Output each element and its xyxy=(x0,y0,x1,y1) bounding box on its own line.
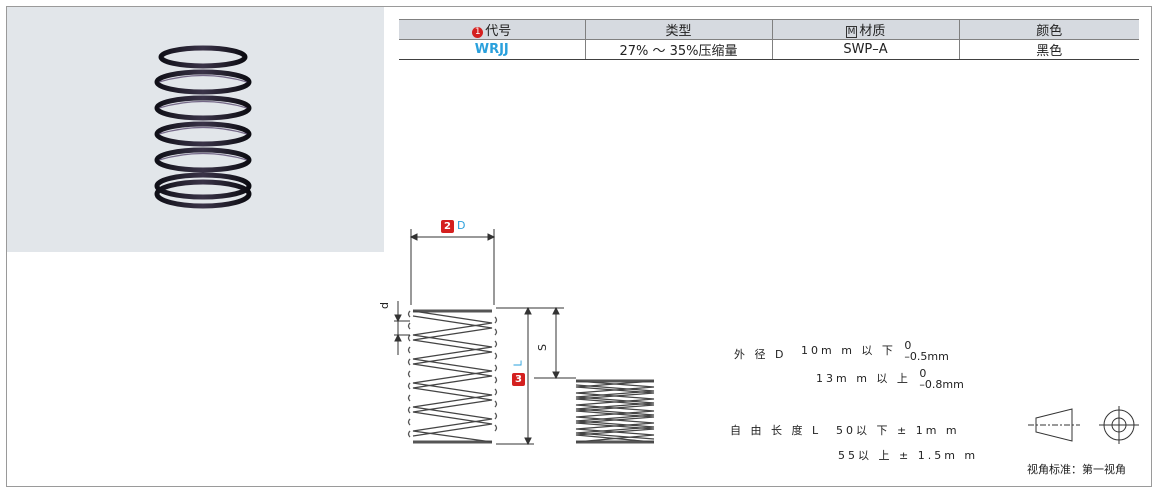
badge-3-icon: 3 xyxy=(512,373,525,386)
material-mark-icon: M xyxy=(845,26,858,38)
product-photo xyxy=(7,7,384,252)
view-standard-label: 视角标准：第一视角 xyxy=(1027,463,1126,476)
cell-material: SWP–A xyxy=(771,39,960,60)
length-row-2: 55以 上 ± 1.5m m xyxy=(838,449,979,462)
od-label: 外 径 D xyxy=(734,348,787,361)
header-type: 类型 xyxy=(584,19,773,40)
number-1-icon: 1 xyxy=(472,27,484,38)
spring-photo-icon xyxy=(154,45,252,209)
od-row-1: 10m m 以 下 0–0.5mm xyxy=(801,339,949,363)
dim-label-wire-d: d xyxy=(377,302,391,309)
badge-2-icon: 2 xyxy=(441,220,454,233)
od-row-2: 13m m 以 上 0–0.8mm xyxy=(816,367,964,391)
length-label: 自 由 长 度 L xyxy=(730,424,822,437)
content-frame xyxy=(6,6,1152,487)
cell-color: 黑色 xyxy=(958,39,1139,60)
spring-drawing xyxy=(394,229,655,446)
dim-label-S: S xyxy=(535,344,549,351)
cell-code: WRJJ xyxy=(399,39,586,60)
table-row: WRJJ 27% ～ 35%压缩量 SWP–A 黑色 xyxy=(399,39,1139,60)
header-color: 颜色 xyxy=(958,19,1139,40)
dim-label-D: D xyxy=(457,219,466,232)
first-angle-projection-icon xyxy=(1028,406,1139,444)
length-row-1: 50以 下 ± 1m m xyxy=(836,424,960,437)
dim-label-L: L xyxy=(511,360,525,367)
cell-type: 27% ～ 35%压缩量 xyxy=(584,39,773,60)
